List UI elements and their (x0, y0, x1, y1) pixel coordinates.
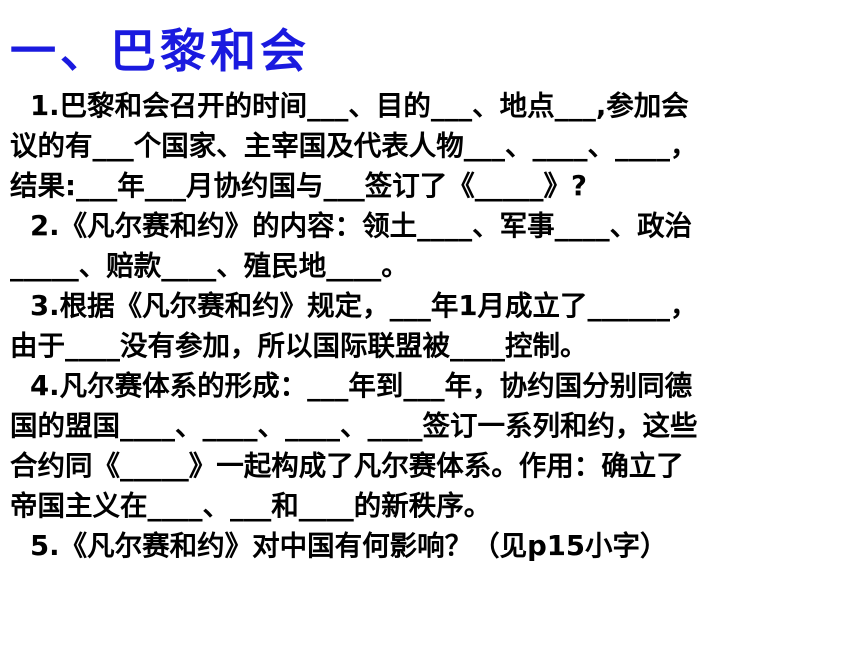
question-line: 结果:___年___月协约国与___签订了《_____》? (10, 170, 587, 202)
slide-title: 一、巴黎和会 (10, 24, 310, 78)
question-line: 4.凡尔赛体系的形成：___年到___年，协约国分别同德 (30, 370, 693, 402)
question-line: 5.《凡尔赛和约》对中国有何影响？（见p15小字） (30, 530, 668, 562)
question-line: 由于____没有参加，所以国际联盟被____控制。 (10, 330, 588, 362)
question-line: 3.根据《凡尔赛和约》规定，___年1月成立了______， (30, 290, 698, 322)
question-list: 1.巴黎和会召开的时间___、目的___、地点___,参加会 议的有___个国家… (10, 86, 852, 566)
question-line: 议的有___个国家、主宰国及代表人物___、____、____， (10, 130, 698, 162)
question-line: 合约同《_____》一起构成了凡尔赛体系。作用：确立了 (10, 450, 684, 482)
question-line: 国的盟国____、____、____、____签订一系列和约，这些 (10, 410, 698, 442)
question-line: 2.《凡尔赛和约》的内容：领土____、军事____、政治 (30, 210, 693, 242)
question-line: 帝国主义在____、___和____的新秩序。 (10, 490, 492, 522)
question-line: 1.巴黎和会召开的时间___、目的___、地点___,参加会 (30, 90, 689, 122)
question-line: _____、赔款____、殖民地____。 (10, 250, 409, 282)
